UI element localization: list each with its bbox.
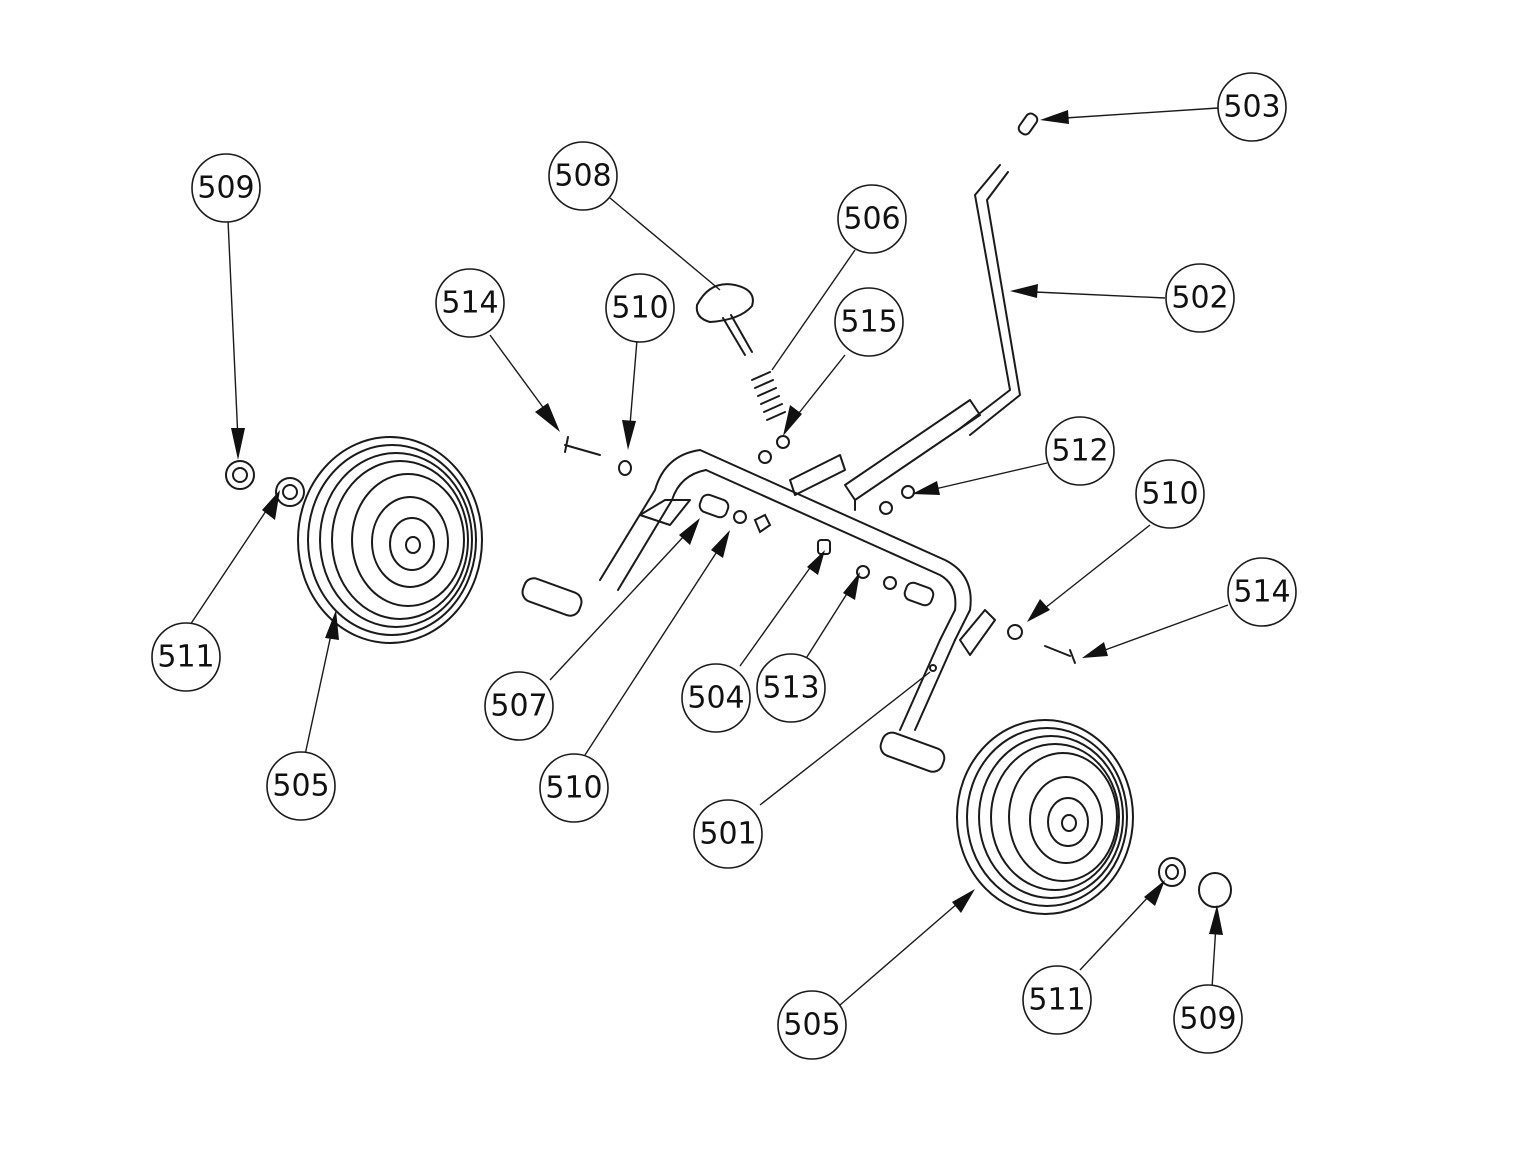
callout-510-bottom: 510 [539, 753, 609, 823]
leader-lines [189, 107, 1229, 1006]
callout-503: 503 [1217, 72, 1287, 142]
cap-509-right [1198, 872, 1232, 908]
callout-label: 503 [1223, 90, 1280, 125]
callout-510-top: 510 [605, 273, 675, 343]
callout-510-right: 510 [1135, 459, 1205, 529]
callout-label: 514 [441, 286, 498, 321]
callout-506: 506 [837, 184, 907, 254]
callout-label: 514 [1233, 575, 1290, 610]
washer-511-right [1158, 857, 1186, 887]
callout-label: 515 [840, 305, 897, 340]
callout-label: 505 [783, 1008, 840, 1043]
callout-501: 501 [693, 799, 763, 869]
callout-505-right: 505 [777, 990, 847, 1060]
washer-509-left [225, 460, 255, 490]
callout-label: 509 [1179, 1002, 1236, 1037]
callout-505-left: 505 [266, 751, 336, 821]
callouts: 509 511 505 514 510 508 506 515 503 502 … [151, 72, 1297, 1060]
callout-514-left: 514 [435, 268, 505, 338]
callout-515: 515 [834, 287, 904, 357]
callout-label: 504 [687, 681, 744, 716]
left-wheel [297, 436, 483, 644]
callout-509-right: 509 [1173, 984, 1243, 1054]
spring [751, 371, 790, 464]
callout-label: 508 [554, 159, 611, 194]
callout-511-right: 511 [1022, 965, 1092, 1035]
callout-label: 501 [699, 817, 756, 852]
callout-label: 511 [157, 640, 214, 675]
callout-label: 506 [843, 202, 900, 237]
adjust-lever [844, 112, 1039, 511]
callout-511-left: 511 [151, 622, 221, 692]
callout-502: 502 [1165, 263, 1235, 333]
callout-label: 511 [1028, 983, 1085, 1018]
callout-label: 513 [762, 671, 819, 706]
callout-label: 507 [490, 689, 547, 724]
callout-label: 510 [611, 291, 668, 326]
bolt-514-left [564, 436, 601, 456]
bolt-514-right [1044, 645, 1076, 664]
callout-508: 508 [548, 141, 618, 211]
callout-label: 510 [1141, 477, 1198, 512]
callout-514-right: 514 [1227, 557, 1297, 627]
knob [695, 283, 754, 356]
callout-label: 509 [197, 171, 254, 206]
right-wheel [956, 719, 1134, 915]
callout-label: 502 [1171, 281, 1228, 316]
parts-drawing [225, 112, 1232, 915]
callout-507: 507 [484, 671, 554, 741]
washer-511-left [275, 477, 305, 507]
callout-label: 512 [1051, 434, 1108, 469]
callout-512: 512 [1045, 416, 1115, 486]
callout-label: 505 [272, 769, 329, 804]
callout-504: 504 [681, 663, 751, 733]
callout-509-left: 509 [191, 153, 261, 223]
callout-513: 513 [756, 653, 826, 723]
axle-frame [521, 449, 996, 773]
callout-label: 510 [545, 771, 602, 806]
